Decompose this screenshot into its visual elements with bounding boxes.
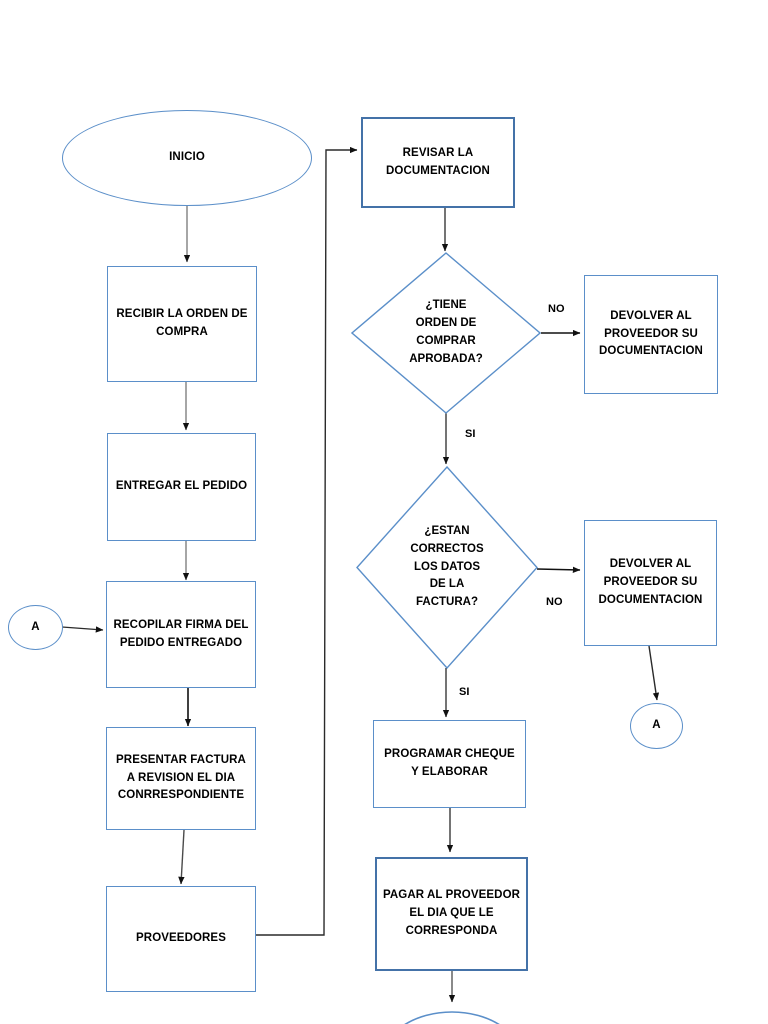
node-presentar-factura-label: PRESENTAR FACTURA A REVISION EL DIA CONR… <box>116 753 246 802</box>
node-inicio[interactable]: INICIO <box>62 110 312 206</box>
edge-devolver2-to-connector-a <box>648 645 660 701</box>
edge-label-decision-orden-si: SI <box>465 428 476 440</box>
edge-label-decision-orden-no: NO <box>548 303 565 315</box>
node-recopilar-firma-label: RECOPILAR FIRMA DEL PEDIDO ENTREGADO <box>113 618 249 649</box>
node-decision-orden-label: ¿TIENE ORDEN DE COMPRAR APROBADA? <box>409 299 483 365</box>
node-entregar-pedido[interactable]: ENTREGAR EL PEDIDO <box>107 433 256 541</box>
node-recibir-orden-label: RECIBIR LA ORDEN DE COMPRA <box>116 308 248 338</box>
connector-a-left-label: A <box>31 620 40 633</box>
edge-label-decision-factura-si: SI <box>459 686 470 698</box>
node-presentar-factura[interactable]: PRESENTAR FACTURA A REVISION EL DIA CONR… <box>106 727 256 830</box>
node-revisar-documentacion-label: REVISAR LA DOCUMENTACION <box>386 146 490 177</box>
fin-terminator-cropped <box>404 1011 500 1024</box>
node-devolver-documentacion-2[interactable]: DEVOLVER AL PROVEEDOR SU DOCUMENTACION <box>584 520 717 646</box>
connector-a-right-label: A <box>652 719 661 732</box>
edge-presentar-to-proveedores <box>178 829 185 885</box>
edge-label-decision-factura-no: NO <box>546 596 563 608</box>
node-decision-factura-label: ¿ESTAN CORRECTOS LOS DATOS DE LA FACTURA… <box>410 524 484 609</box>
node-proveedores-label: PROVEEDORES <box>136 932 226 945</box>
decision-factura-shape <box>356 466 538 669</box>
node-decision-factura[interactable]: ¿ESTAN CORRECTOS LOS DATOS DE LA FACTURA… <box>356 466 538 669</box>
node-programar-cheque-label: PROGRAMAR CHEQUE Y ELABORAR <box>384 748 515 778</box>
node-recibir-orden[interactable]: RECIBIR LA ORDEN DE COMPRA <box>107 266 257 382</box>
node-decision-orden[interactable]: ¿TIENE ORDEN DE COMPRAR APROBADA? <box>351 252 541 414</box>
node-devolver-documentacion-1-label: DEVOLVER AL PROVEEDOR SU DOCUMENTACION <box>599 309 703 358</box>
node-inicio-label: INICIO <box>169 151 205 164</box>
node-entregar-pedido-label: ENTREGAR EL PEDIDO <box>115 480 248 493</box>
node-recopilar-firma[interactable]: RECOPILAR FIRMA DEL PEDIDO ENTREGADO <box>106 581 256 688</box>
node-pagar-proveedor[interactable]: PAGAR AL PROVEEDOR EL DIA QUE LE CORRESP… <box>375 857 528 971</box>
node-programar-cheque[interactable]: PROGRAMAR CHEQUE Y ELABORAR <box>373 720 526 808</box>
node-revisar-documentacion[interactable]: REVISAR LA DOCUMENTACION <box>361 117 515 208</box>
node-pagar-proveedor-label: PAGAR AL PROVEEDOR EL DIA QUE LE CORRESP… <box>382 889 521 937</box>
edge-decision-factura-no <box>536 566 581 574</box>
connector-a-left[interactable]: A <box>8 605 63 650</box>
node-devolver-documentacion-1[interactable]: DEVOLVER AL PROVEEDOR SU DOCUMENTACION <box>584 275 718 394</box>
edge-connector-a-to-recopilar <box>61 626 104 633</box>
decision-orden-shape <box>351 252 541 414</box>
node-proveedores[interactable]: PROVEEDORES <box>106 886 256 992</box>
connector-a-right[interactable]: A <box>630 703 683 749</box>
node-devolver-documentacion-2-label: DEVOLVER AL PROVEEDOR SU DOCUMENTACION <box>598 558 703 606</box>
edge-proveedores-to-revisar <box>256 146 358 936</box>
